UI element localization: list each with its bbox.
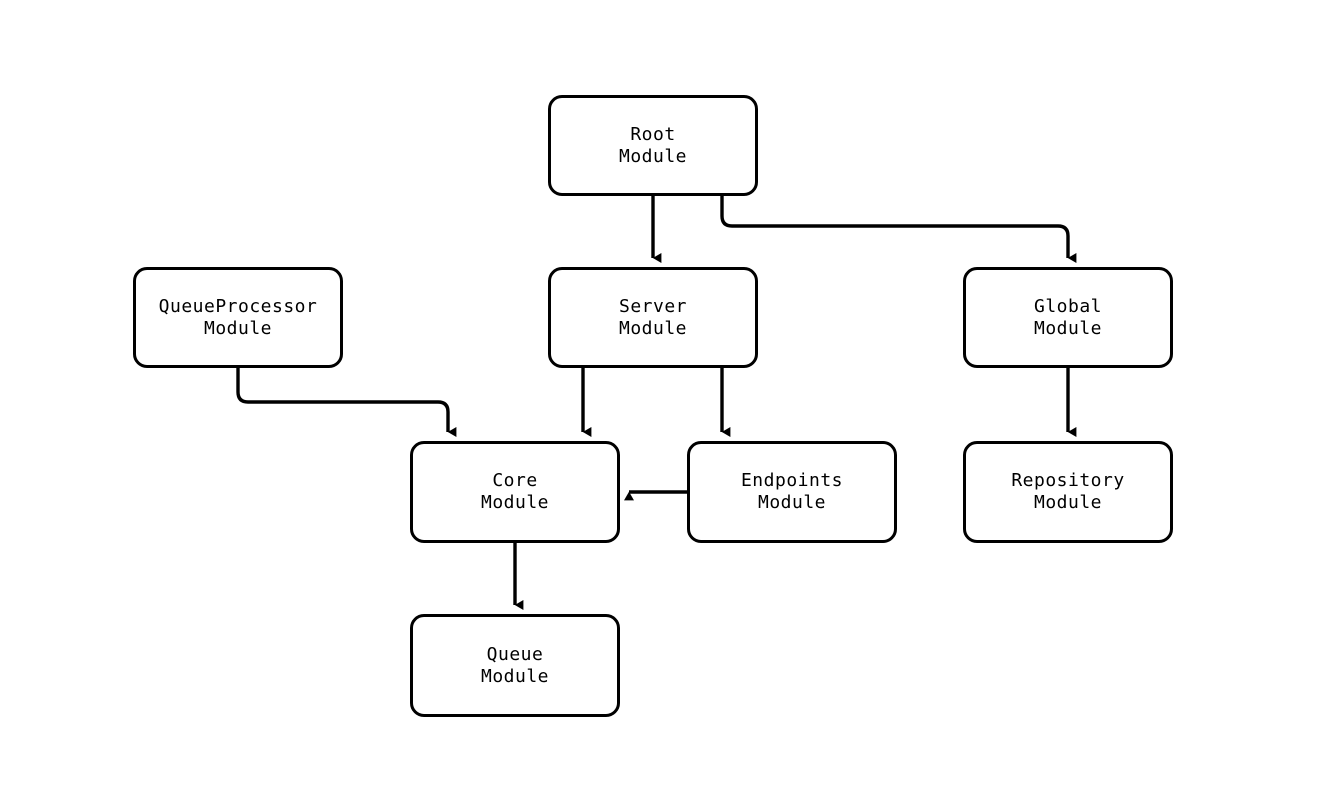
node-core[interactable]: Core Module bbox=[410, 441, 620, 543]
node-endpoints-line1: Endpoints bbox=[740, 470, 844, 491]
node-queue-line2: Module bbox=[480, 665, 550, 687]
node-root[interactable]: Root Module bbox=[548, 95, 758, 196]
node-repository-line1: Repository bbox=[1011, 470, 1125, 491]
edge-root-global bbox=[720, 196, 1077, 263]
node-root-line2: Module bbox=[618, 145, 688, 167]
node-queueprocessor-line1: QueueProcessor bbox=[158, 295, 318, 317]
node-server[interactable]: Server Module bbox=[548, 267, 758, 368]
node-queueprocessor[interactable]: QueueProcessor Module bbox=[133, 267, 343, 368]
node-core-line2: Module bbox=[480, 492, 550, 513]
node-root-line1: Root bbox=[630, 123, 676, 145]
node-global[interactable]: Global Module bbox=[963, 267, 1173, 368]
node-repository-line2: Module bbox=[1033, 492, 1103, 513]
node-server-line2: Module bbox=[618, 317, 688, 339]
node-queue[interactable]: Queue Module bbox=[410, 614, 620, 717]
edge-queueprocessor-core bbox=[236, 368, 457, 437]
node-endpoints-line2: Module bbox=[757, 492, 827, 513]
node-global-line2: Module bbox=[1033, 317, 1103, 339]
node-queue-line1: Queue bbox=[486, 643, 544, 665]
node-global-line1: Global bbox=[1033, 295, 1103, 317]
node-endpoints[interactable]: Endpoints Module bbox=[687, 441, 897, 543]
node-repository[interactable]: Repository Module bbox=[963, 441, 1173, 543]
node-core-line1: Core bbox=[492, 470, 538, 491]
node-server-line1: Server bbox=[618, 295, 688, 317]
node-queueprocessor-line2: Module bbox=[203, 317, 273, 339]
